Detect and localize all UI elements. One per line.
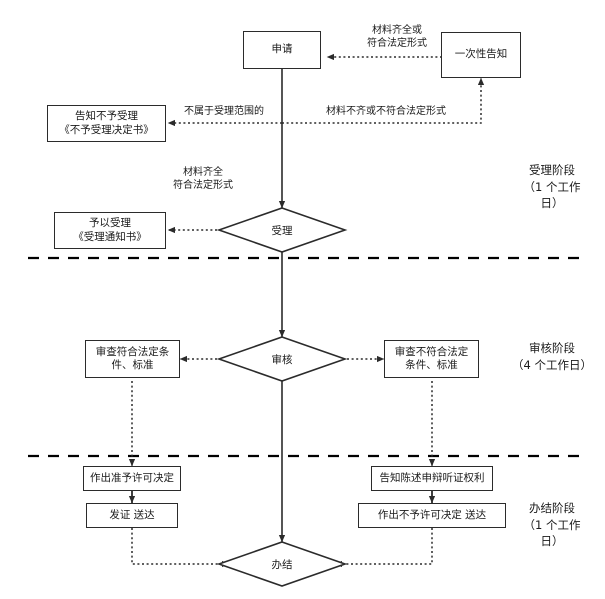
diamond-accept-shape xyxy=(216,207,348,253)
node-notice-rights-label: 告知陈述申辩听证权利 xyxy=(379,471,485,484)
edge-reject-to-finish xyxy=(334,528,433,568)
node-review-not-conform-label: 审查不符合法定 条件、标准 xyxy=(394,345,469,371)
edge-label-out-of-scope: 不属于受理范围的 xyxy=(184,106,264,117)
node-finish[interactable]: 办结 xyxy=(219,542,345,586)
node-review-decision-label: 审核 xyxy=(271,353,293,366)
edge-label-materials-complete: 材料齐全 符合法定形式 xyxy=(173,167,233,191)
node-review-conform[interactable]: 审查符合法定条 件、标准 xyxy=(85,340,180,378)
node-notice-rights[interactable]: 告知陈述申辩听证权利 xyxy=(371,466,493,491)
edge-label-materials-complete-or-legal: 材料齐全或 符合法定形式 xyxy=(367,25,427,49)
edge-label-materials-incomplete: 材料不齐或不符合法定形式 xyxy=(326,106,446,117)
stage-label-acceptance: 受理阶段 （1 个工作 日） xyxy=(523,163,581,211)
node-reject-decision-label: 作出不予许可决定 送达 xyxy=(377,508,487,521)
node-issue-deliver[interactable]: 发证 送达 xyxy=(86,503,178,528)
node-accept-decision-label: 受理 xyxy=(271,224,293,237)
node-review-not-conform[interactable]: 审查不符合法定 条件、标准 xyxy=(384,340,479,378)
node-grant-accept[interactable]: 予以受理 《受理通知书》 xyxy=(54,212,166,249)
edge-issue-to-finish xyxy=(131,528,230,568)
stage-label-review: 审核阶段 （4 个工作日） xyxy=(512,341,592,372)
stage-label-completion: 办结阶段 （1 个工作 日） xyxy=(523,501,581,549)
node-one-time-notice[interactable]: 一次性告知 xyxy=(441,32,521,78)
node-issue-deliver-label: 发证 送达 xyxy=(109,508,155,521)
diamond-review-shape xyxy=(216,336,348,382)
node-apply[interactable]: 申请 xyxy=(243,31,321,69)
node-finish-label: 办结 xyxy=(271,558,293,571)
node-reject-decision[interactable]: 作出不予许可决定 送达 xyxy=(358,503,506,528)
node-notice-not-accept-label: 告知不予受理 《不予受理决定书》 xyxy=(59,110,154,136)
node-approve-decision-label: 作出准予许可决定 xyxy=(90,471,174,484)
edge-incomplete-to-notice xyxy=(282,77,485,124)
node-one-time-notice-label: 一次性告知 xyxy=(454,48,508,61)
node-review-decision[interactable]: 审核 xyxy=(219,337,345,381)
node-notice-not-accept[interactable]: 告知不予受理 《不予受理决定书》 xyxy=(47,105,166,142)
node-accept-decision[interactable]: 受理 xyxy=(219,208,345,252)
node-apply-label: 申请 xyxy=(271,43,293,56)
node-review-conform-label: 审查符合法定条 件、标准 xyxy=(95,345,170,371)
diamond-finish-shape xyxy=(216,541,348,587)
node-approve-decision[interactable]: 作出准予许可决定 xyxy=(83,466,181,491)
node-grant-accept-label: 予以受理 《受理通知书》 xyxy=(73,217,147,243)
